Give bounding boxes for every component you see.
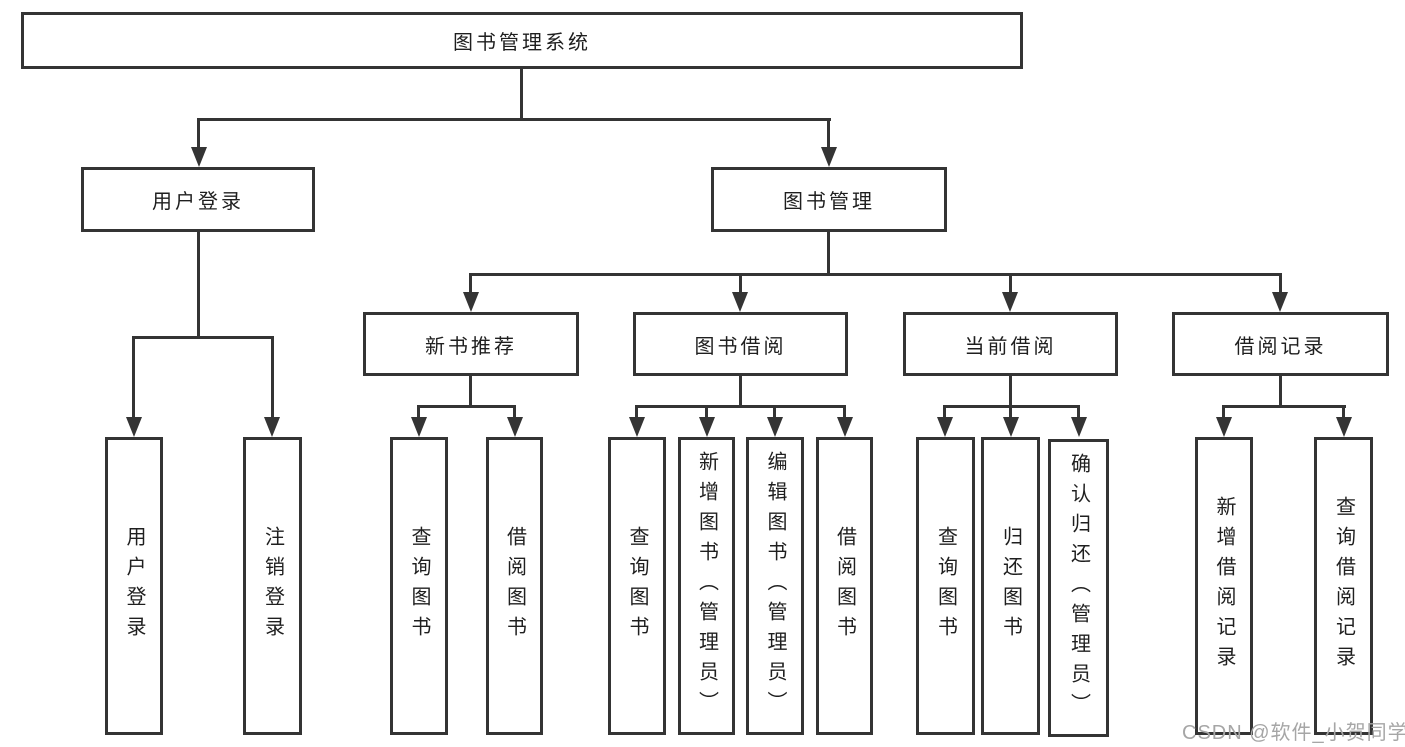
leaf-query-books-3: 查询图书 xyxy=(916,437,975,735)
connector-line xyxy=(943,405,946,419)
arrowhead xyxy=(1216,417,1232,437)
node-new-book-recommend: 新书推荐 xyxy=(363,312,579,376)
node-label: 图书管理系统 xyxy=(453,32,591,54)
node-label: 注销登录 xyxy=(261,526,284,646)
arrowhead xyxy=(1003,417,1019,437)
connector-line xyxy=(773,405,776,419)
leaf-query-books-1: 查询图书 xyxy=(390,437,448,735)
connector-line xyxy=(843,405,846,419)
connector-line xyxy=(1342,405,1345,419)
connector-line xyxy=(827,232,830,273)
connector-line xyxy=(739,376,742,405)
connector-line xyxy=(635,405,638,419)
connector-line xyxy=(520,69,523,118)
connector-line xyxy=(197,118,831,121)
leaf-user-login: 用户登录 xyxy=(105,437,163,735)
connector-line xyxy=(132,336,135,419)
node-label: 新增图书（管理员） xyxy=(695,451,718,721)
arrowhead xyxy=(1002,292,1018,312)
arrowhead xyxy=(767,417,783,437)
node-label: 图书借阅 xyxy=(694,335,787,358)
node-root: 图书管理系统 xyxy=(21,12,1023,69)
leaf-edit-books-admin: 编辑图书（管理员） xyxy=(746,437,804,735)
connector-line xyxy=(635,405,846,408)
leaf-borrow-books-1: 借阅图书 xyxy=(486,437,543,735)
node-label: 确认归还（管理员） xyxy=(1067,453,1090,723)
connector-line xyxy=(1279,273,1282,295)
arrowhead xyxy=(126,417,142,437)
arrowhead xyxy=(1071,417,1087,437)
arrowhead xyxy=(732,292,748,312)
connector-line xyxy=(827,118,830,149)
arrowhead xyxy=(821,147,837,167)
node-label: 查询图书 xyxy=(934,526,957,646)
arrowhead xyxy=(411,417,427,437)
arrowhead xyxy=(191,147,207,167)
arrowhead xyxy=(264,417,280,437)
arrowhead xyxy=(463,292,479,312)
node-label: 新书推荐 xyxy=(425,335,517,358)
node-label: 借阅图书 xyxy=(503,526,526,646)
node-borrow-records: 借阅记录 xyxy=(1172,312,1389,376)
connector-line xyxy=(1222,405,1225,419)
connector-line xyxy=(1009,405,1012,419)
node-label: 借阅记录 xyxy=(1234,335,1327,358)
arrowhead xyxy=(837,417,853,437)
arrowhead xyxy=(507,417,523,437)
connector-line xyxy=(705,405,708,419)
connector-line xyxy=(469,273,1282,276)
connector-line xyxy=(469,376,472,405)
connector-line xyxy=(417,405,420,419)
leaf-query-borrow-record: 查询借阅记录 xyxy=(1314,437,1373,735)
connector-line xyxy=(271,336,274,419)
leaf-confirm-return-admin: 确认归还（管理员） xyxy=(1048,439,1109,737)
connector-line xyxy=(1077,405,1080,419)
csdn-watermark: CSDN @软件_小贺同学 xyxy=(1182,722,1405,744)
node-label: 借阅图书 xyxy=(833,526,856,646)
leaf-return-books: 归还图书 xyxy=(981,437,1040,735)
node-book-management: 图书管理 xyxy=(711,167,947,232)
arrowhead xyxy=(699,417,715,437)
arrowhead xyxy=(937,417,953,437)
connector-line xyxy=(513,405,516,419)
node-label: 当前借阅 xyxy=(964,335,1057,358)
arrowhead xyxy=(629,417,645,437)
arrowhead xyxy=(1336,417,1352,437)
node-label: 归还图书 xyxy=(999,526,1022,646)
leaf-query-books-2: 查询图书 xyxy=(608,437,666,735)
connector-line xyxy=(1222,405,1346,408)
connector-line xyxy=(197,118,200,149)
connector-line xyxy=(417,405,516,408)
node-label: 新增借阅记录 xyxy=(1213,496,1235,676)
leaf-add-borrow-record: 新增借阅记录 xyxy=(1195,437,1253,735)
leaf-add-books-admin: 新增图书（管理员） xyxy=(678,437,735,735)
node-label: 图书管理 xyxy=(783,191,875,213)
node-label: 查询借阅记录 xyxy=(1332,496,1355,676)
connector-line xyxy=(1009,376,1012,405)
connector-line xyxy=(197,232,200,336)
connector-line xyxy=(739,273,742,295)
leaf-logout: 注销登录 xyxy=(243,437,302,735)
node-label: 编辑图书（管理员） xyxy=(764,451,786,721)
node-current-borrowing: 当前借阅 xyxy=(903,312,1118,376)
node-book-borrowing: 图书借阅 xyxy=(633,312,848,376)
arrowhead xyxy=(1272,292,1288,312)
node-label: 查询图书 xyxy=(408,526,430,646)
node-user-login: 用户登录 xyxy=(81,167,315,232)
connector-line xyxy=(132,336,274,339)
connector-line xyxy=(469,273,472,295)
node-label: 查询图书 xyxy=(626,526,648,646)
connector-line xyxy=(1279,376,1282,405)
leaf-borrow-books-2: 借阅图书 xyxy=(816,437,873,735)
node-label: 用户登录 xyxy=(123,526,145,646)
connector-line xyxy=(1009,273,1012,295)
node-label: 用户登录 xyxy=(152,191,244,213)
